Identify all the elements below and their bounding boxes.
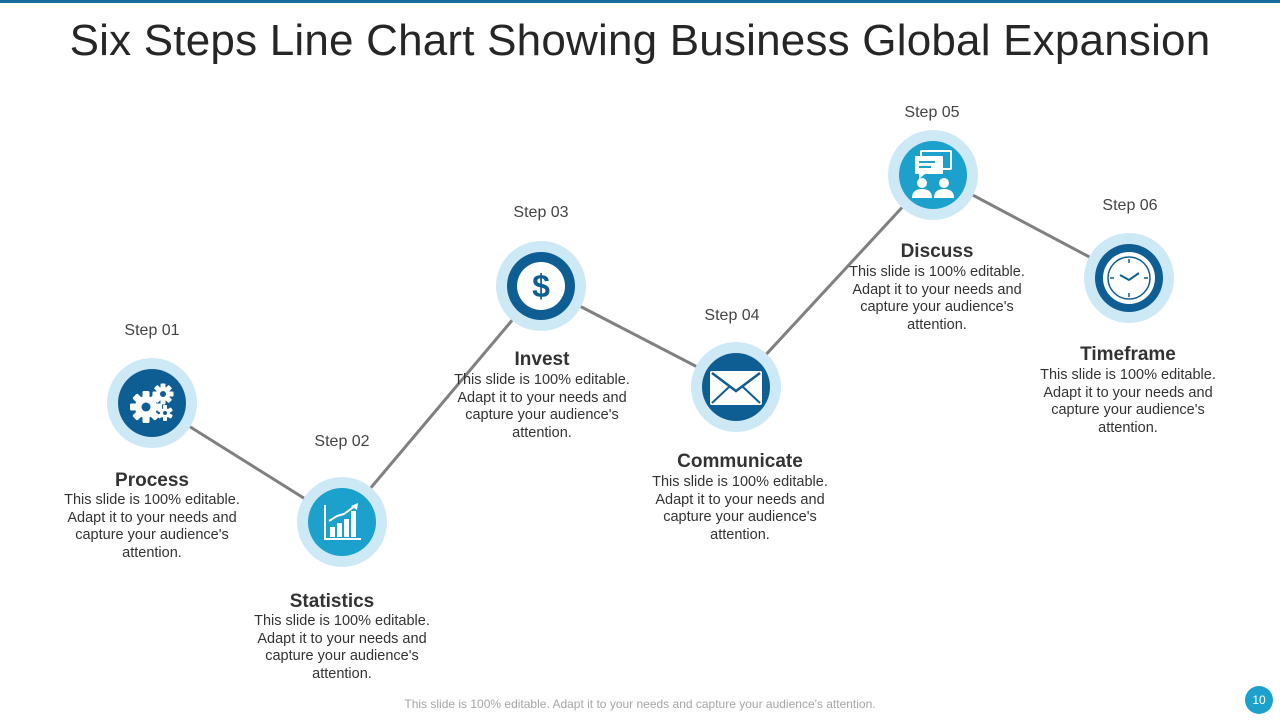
step-label-06: Step 06 bbox=[1102, 197, 1158, 214]
discussion-icon bbox=[912, 150, 954, 198]
step-description-01: This slide is 100% editable. Adapt it to… bbox=[64, 492, 240, 561]
svg-text:$: $ bbox=[532, 268, 550, 304]
step-label-04: Step 04 bbox=[704, 307, 760, 324]
slide-title: Six Steps Line Chart Showing Business Gl… bbox=[69, 16, 1211, 65]
gears-icon bbox=[130, 383, 174, 423]
step-heading-02: Statistics bbox=[289, 591, 375, 612]
step-description-03: This slide is 100% editable. Adapt it to… bbox=[454, 372, 630, 441]
step-description-05: This slide is 100% editable. Adapt it to… bbox=[849, 264, 1025, 333]
step-node-01 bbox=[107, 358, 197, 448]
step-heading-03: Invest bbox=[514, 349, 570, 370]
step-node-04 bbox=[691, 342, 781, 432]
clock-icon bbox=[1103, 252, 1155, 304]
step-description-06: This slide is 100% editable. Adapt it to… bbox=[1040, 367, 1216, 436]
step-label-01: Step 01 bbox=[124, 322, 180, 339]
step-description-04: This slide is 100% editable. Adapt it to… bbox=[652, 474, 828, 543]
envelope-icon bbox=[710, 371, 762, 405]
footer-note: This slide is 100% editable. Adapt it to… bbox=[404, 697, 876, 711]
step-label-03: Step 03 bbox=[513, 204, 569, 221]
page-number-badge: 10 bbox=[1245, 686, 1273, 714]
bar-chart-icon bbox=[324, 503, 361, 540]
step-node-03: $ bbox=[496, 241, 586, 331]
step-heading-04: Communicate bbox=[677, 451, 803, 472]
step-label-05: Step 05 bbox=[904, 104, 960, 121]
step-heading-01: Process bbox=[115, 470, 189, 491]
step-description-02: This slide is 100% editable. Adapt it to… bbox=[254, 613, 430, 682]
step-heading-06: Timeframe bbox=[1080, 344, 1176, 365]
top-accent-bar bbox=[0, 0, 1280, 3]
step-label-02: Step 02 bbox=[314, 433, 370, 450]
step-node-05 bbox=[888, 130, 978, 220]
dollar-icon: $ bbox=[517, 262, 565, 310]
connector-4-5 bbox=[734, 172, 935, 389]
step-node-02 bbox=[297, 477, 387, 567]
step-heading-05: Discuss bbox=[900, 241, 974, 262]
step-node-06 bbox=[1084, 233, 1174, 323]
connector-2-3 bbox=[340, 285, 543, 523]
